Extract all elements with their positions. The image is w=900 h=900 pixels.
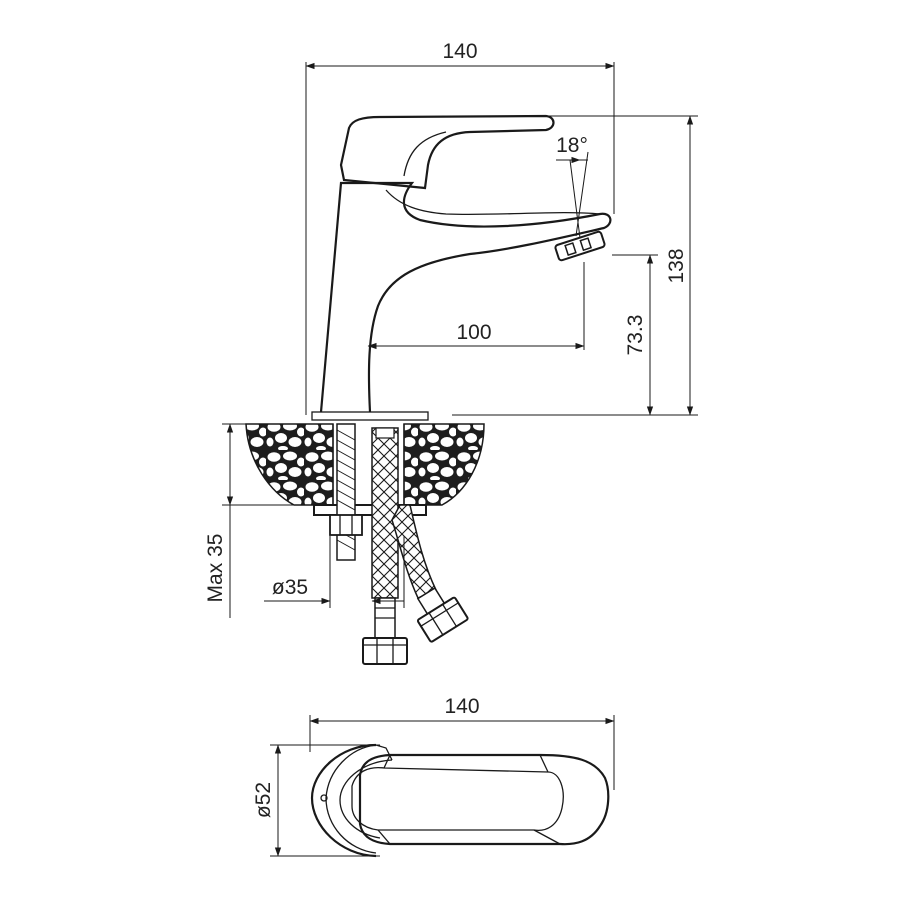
countertop-section <box>245 423 485 506</box>
side-view-dimensions <box>222 62 698 618</box>
hose-nut-left <box>362 637 408 665</box>
dim-label-reach: 100 <box>456 321 491 344</box>
plan-view <box>270 715 615 858</box>
mounting-nut <box>329 514 363 536</box>
lever-joint-line <box>343 179 426 189</box>
dim-label-hole-diameter: ø35 <box>272 576 308 599</box>
plan-base-outline <box>310 743 377 858</box>
lever-inner-line <box>403 131 447 177</box>
aerator <box>554 230 606 262</box>
faucet-column <box>319 181 612 413</box>
dim-label-max-thickness: Max 35 <box>204 534 227 603</box>
flex-hose-straight <box>371 427 399 599</box>
dim-label-spout-height: 73.3 <box>624 315 647 356</box>
dim-label-base-diameter: ø52 <box>252 782 275 818</box>
countertop-left <box>245 423 334 506</box>
dim-label-plan-width: 140 <box>444 695 479 718</box>
hose-nut-right <box>416 587 469 643</box>
base-flange <box>311 411 429 421</box>
mounting-hardware <box>313 423 469 665</box>
faucet-body <box>311 114 612 421</box>
dim-label-top-width: 140 <box>442 40 477 63</box>
countertop-right <box>403 423 485 506</box>
lever-handle <box>339 114 555 190</box>
dim-label-height: 138 <box>665 248 688 283</box>
dim-label-spout-angle: 18° <box>556 134 588 157</box>
spout-upper-line <box>385 189 601 216</box>
